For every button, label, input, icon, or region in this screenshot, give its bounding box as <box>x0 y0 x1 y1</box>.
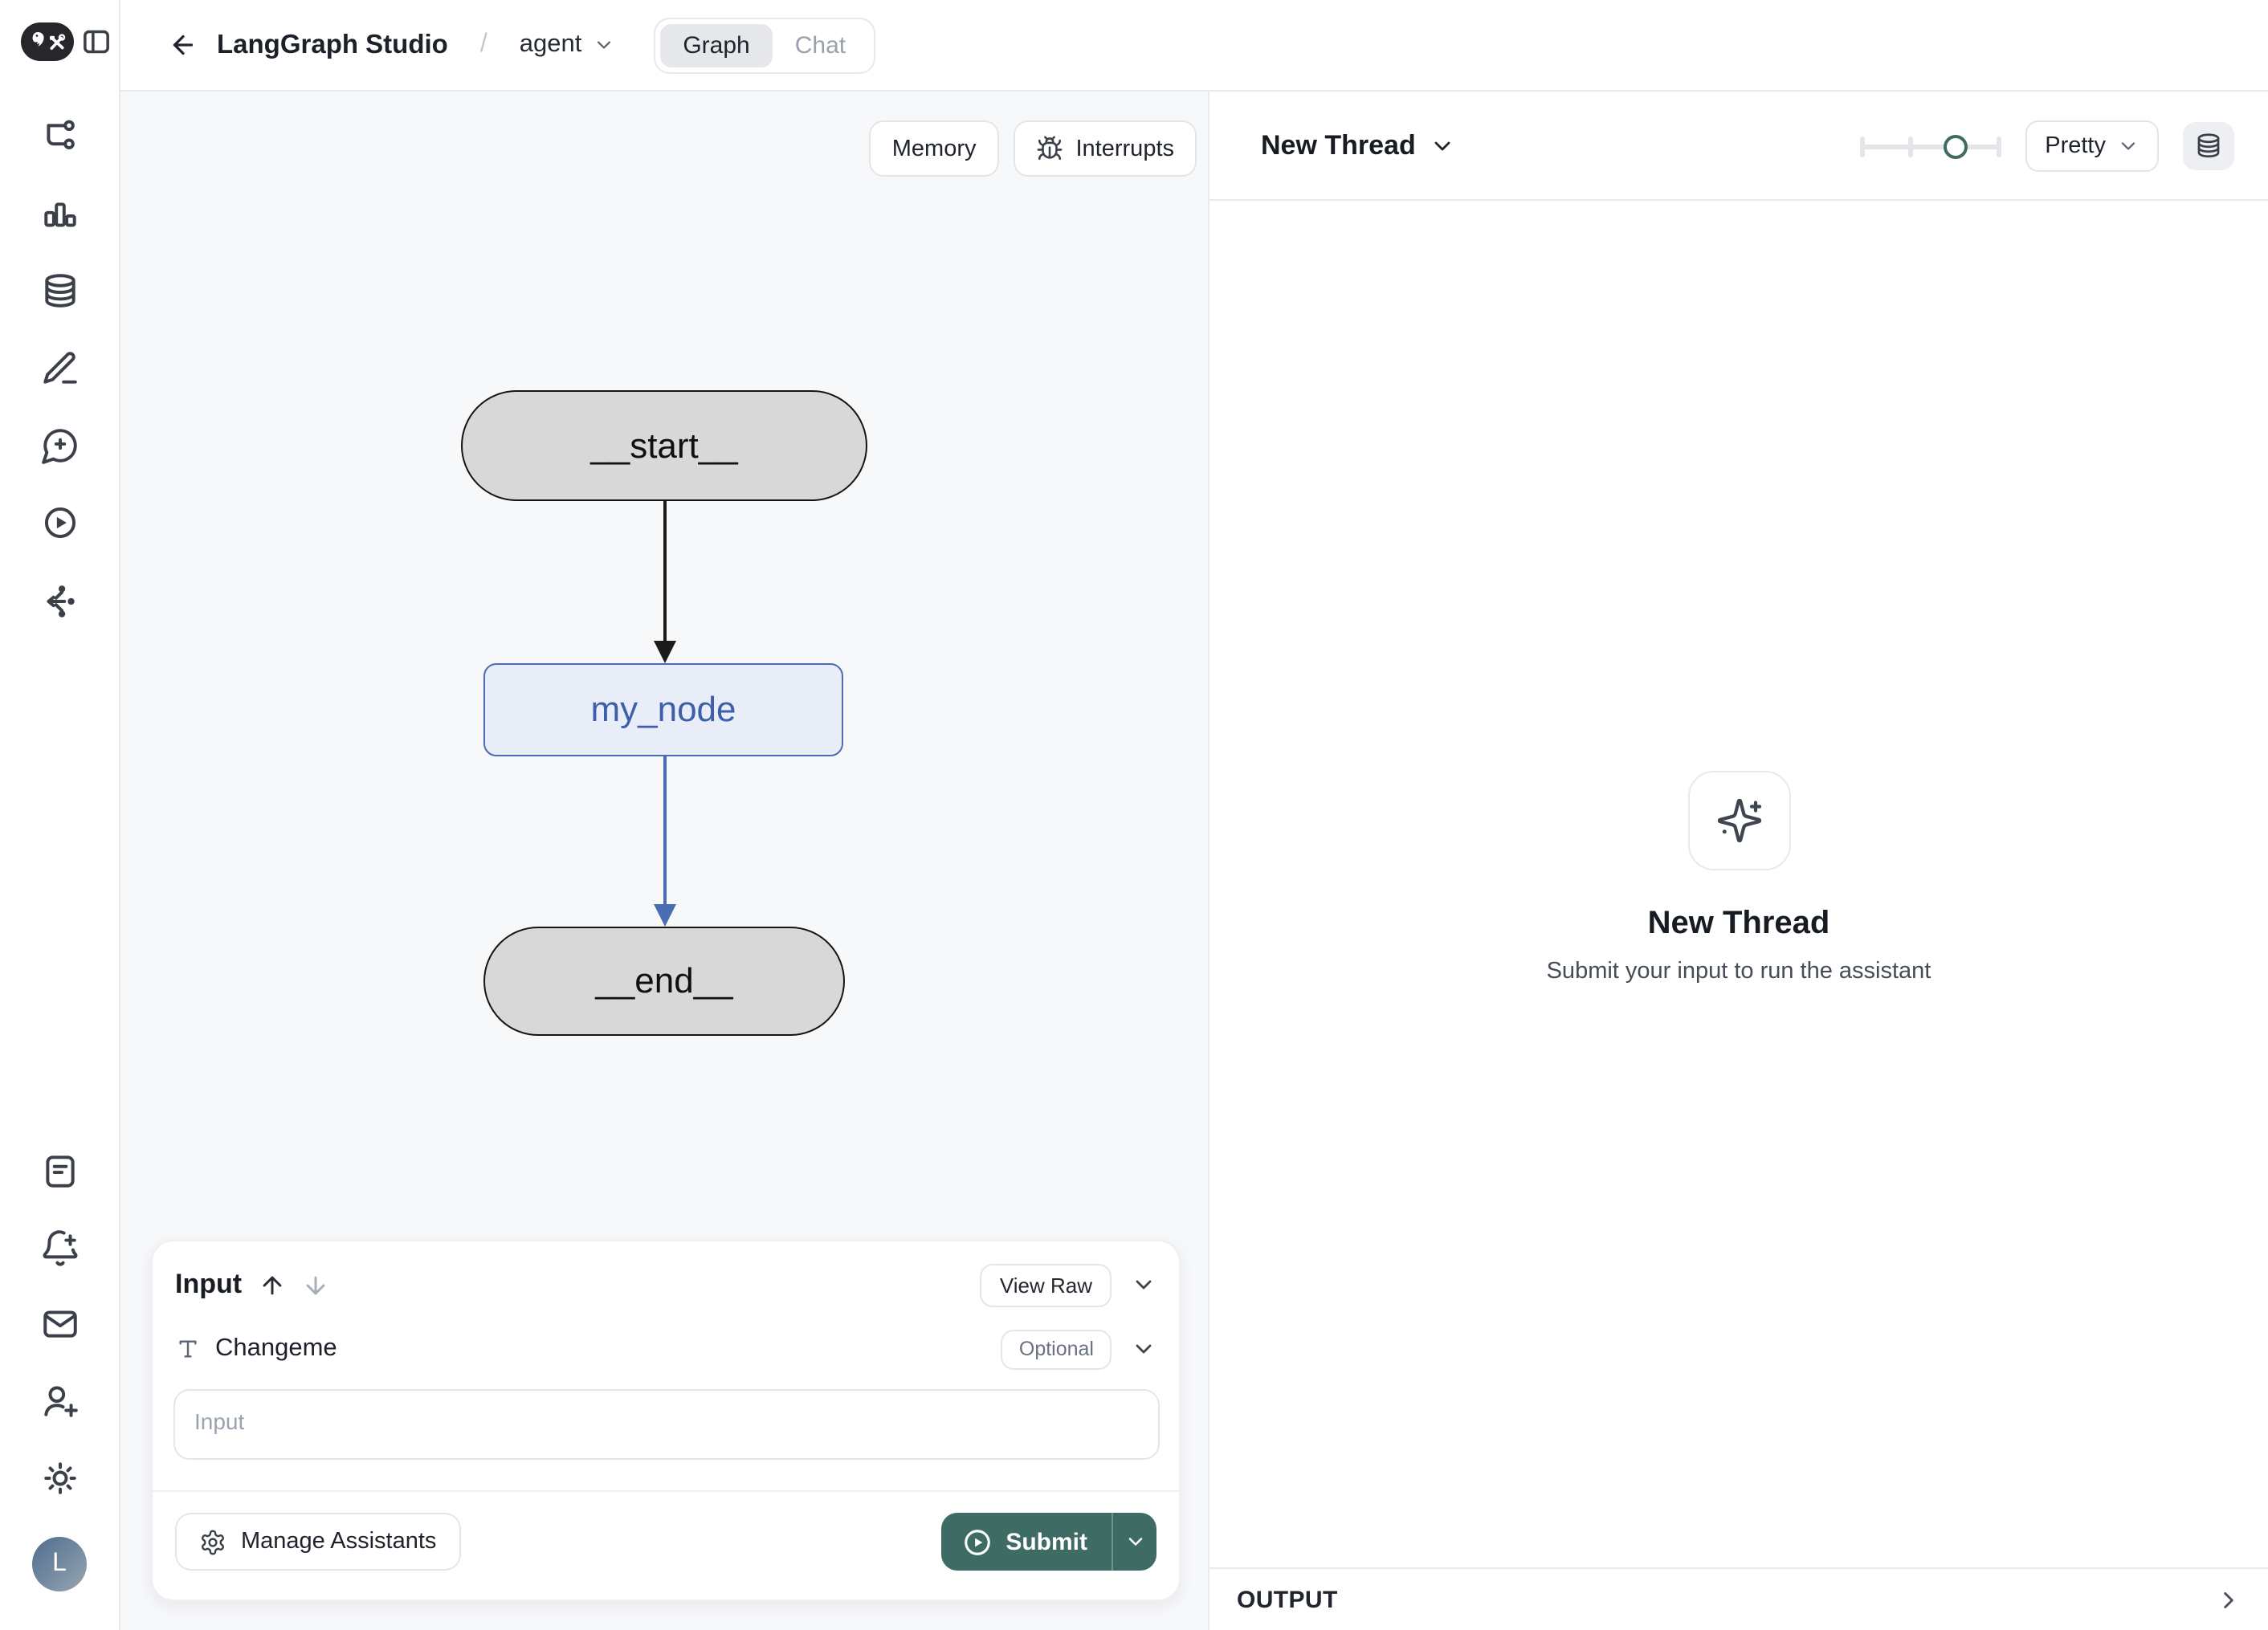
graph-node-my-node[interactable]: my_node <box>483 663 843 756</box>
database-icon[interactable] <box>40 271 80 311</box>
tab-chat[interactable]: Chat <box>794 31 846 59</box>
view-raw-label: View Raw <box>999 1273 1092 1297</box>
user-plus-icon[interactable] <box>40 1380 80 1420</box>
database-icon <box>2197 133 2220 158</box>
node-label: __start__ <box>590 425 738 465</box>
top-bar: LangGraph Studio / agent Graph Chat <box>120 0 2268 92</box>
graph-canvas[interactable]: Memory Interrupts __start__ my_node <box>120 92 1208 1630</box>
thread-panel: New Thread Pretty <box>1208 92 2268 1630</box>
optional-badge: Optional <box>1001 1329 1112 1369</box>
chevron-down-icon <box>2121 142 2135 150</box>
user-avatar[interactable]: L <box>32 1537 87 1591</box>
thread-selector[interactable]: New Thread <box>1261 92 1456 201</box>
arrow-down-icon[interactable] <box>301 1271 328 1298</box>
avatar-initial: L <box>52 1550 67 1577</box>
chevron-down-icon[interactable] <box>1131 1336 1156 1362</box>
view-raw-button[interactable]: View Raw <box>980 1263 1112 1306</box>
slider-tick <box>1860 136 1866 157</box>
sparkles-icon <box>1716 798 1761 843</box>
submit-split-button: Submit <box>941 1513 1156 1571</box>
graph-node-end[interactable]: __end__ <box>483 927 845 1036</box>
page-title: LangGraph Studio <box>217 30 448 59</box>
submit-label: Submit <box>1006 1528 1087 1555</box>
divider <box>153 1490 1179 1492</box>
parrot-tools-icon <box>32 32 66 51</box>
play-circle-icon[interactable] <box>40 502 80 542</box>
edge-mynode-to-end <box>663 756 666 906</box>
render-mode-value: Pretty <box>2045 133 2106 159</box>
chevron-down-icon <box>598 41 611 49</box>
chevron-down-icon[interactable] <box>1131 1272 1156 1298</box>
mail-icon[interactable] <box>40 1303 80 1343</box>
graph-selector[interactable]: agent <box>520 31 616 59</box>
manage-assistants-button[interactable]: Manage Assistants <box>175 1513 461 1571</box>
deployments-icon[interactable] <box>40 581 80 621</box>
bell-plus-icon[interactable] <box>40 1228 80 1268</box>
empty-state-subtitle: Submit your input to run the assistant <box>1546 959 1931 984</box>
sidebar: L <box>0 0 120 1630</box>
view-mode-toggle: Graph Chat <box>654 17 875 73</box>
detail-slider[interactable] <box>1860 133 2002 159</box>
sun-icon[interactable] <box>40 1457 80 1498</box>
bug-icon <box>1037 136 1062 161</box>
slider-tick <box>1997 136 2002 157</box>
play-circle-icon <box>965 1529 991 1555</box>
node-label: my_node <box>590 689 736 729</box>
slider-tick <box>1908 136 1914 157</box>
bar-chart-icon[interactable] <box>40 195 80 235</box>
interrupts-button[interactable]: Interrupts <box>1013 120 1197 177</box>
chevron-down-icon <box>1435 141 1451 151</box>
memory-button-label: Memory <box>891 136 977 161</box>
input-field[interactable] <box>173 1389 1160 1460</box>
submit-button[interactable]: Submit <box>941 1513 1112 1571</box>
langchain-logo[interactable] <box>21 22 74 61</box>
gear-icon <box>202 1529 224 1555</box>
interrupts-button-label: Interrupts <box>1075 136 1175 161</box>
breadcrumb-separator: / <box>479 31 487 58</box>
document-icon[interactable] <box>40 1151 80 1191</box>
workflow-icon[interactable] <box>40 118 80 158</box>
field-label: Changeme <box>215 1335 337 1362</box>
state-view-button[interactable] <box>2183 122 2234 170</box>
submit-options-chevron[interactable] <box>1113 1513 1156 1571</box>
output-label: OUTPUT <box>1237 1586 1338 1613</box>
output-section[interactable]: OUTPUT <box>1209 1567 2268 1630</box>
pencil-icon[interactable] <box>40 348 80 388</box>
tab-graph[interactable]: Graph <box>660 23 773 67</box>
message-plus-icon[interactable] <box>40 425 80 465</box>
node-label: __end__ <box>595 960 733 1000</box>
chevron-down-icon <box>1128 1538 1142 1546</box>
sparkles-tile <box>1687 771 1790 870</box>
thread-panel-header: New Thread Pretty <box>1209 92 2268 201</box>
arrow-up-icon[interactable] <box>258 1271 285 1298</box>
divider <box>1112 1513 1113 1571</box>
graph-node-start[interactable]: __start__ <box>461 390 867 501</box>
manage-assistants-label: Manage Assistants <box>241 1529 437 1555</box>
thread-title: New Thread <box>1261 130 1416 161</box>
input-panel: Input View Raw Changeme Optional <box>151 1240 1181 1601</box>
empty-state-title: New Thread <box>1647 906 1830 941</box>
type-icon <box>179 1340 197 1358</box>
sidebar-collapse-icon[interactable] <box>80 26 112 58</box>
slider-track <box>1860 144 2002 149</box>
render-mode-select[interactable]: Pretty <box>2025 120 2159 172</box>
edge-arrowhead <box>653 641 675 663</box>
empty-thread-state: New Thread Submit your input to run the … <box>1209 771 2268 984</box>
edge-start-to-mynode <box>663 501 666 642</box>
edge-arrowhead <box>653 904 675 927</box>
memory-button[interactable]: Memory <box>869 120 999 177</box>
input-panel-title: Input <box>175 1269 243 1299</box>
slider-knob[interactable] <box>1944 134 1968 158</box>
graph-selector-value: agent <box>519 31 582 58</box>
canvas-toolbar: Memory Interrupts <box>869 120 1197 177</box>
chevron-right-icon[interactable] <box>2215 1586 2242 1613</box>
back-arrow-icon[interactable] <box>169 31 198 59</box>
